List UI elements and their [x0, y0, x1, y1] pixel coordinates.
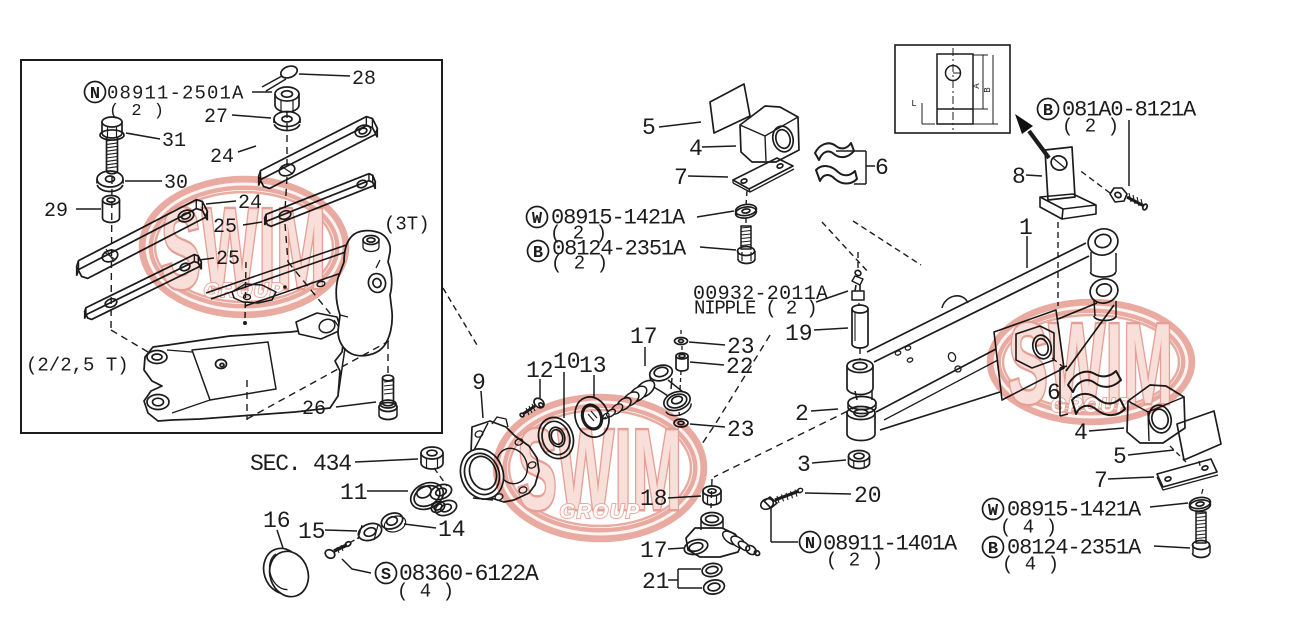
svg-text:( 4 ): ( 4 ) [1002, 554, 1059, 576]
svg-text:SWIM: SWIM [161, 186, 326, 313]
svg-text:L: L [911, 99, 916, 109]
svg-text:24: 24 [238, 192, 262, 215]
svg-text:20: 20 [854, 483, 882, 509]
svg-text:6: 6 [1047, 380, 1061, 406]
svg-text:29: 29 [44, 200, 68, 223]
svg-text:25: 25 [213, 216, 237, 239]
svg-text:GROUP: GROUP [1051, 395, 1132, 417]
svg-text:2: 2 [795, 401, 809, 427]
svg-text:( 2 ): ( 2 ) [109, 102, 165, 121]
svg-text:GROUP: GROUP [204, 280, 285, 302]
svg-text:S: S [381, 566, 391, 585]
svg-text:23: 23 [727, 334, 755, 360]
svg-text:00932-2011A: 00932-2011A [693, 283, 828, 306]
svg-text:08915-1421A: 08915-1421A [551, 206, 686, 231]
svg-text:15: 15 [298, 519, 326, 545]
svg-text:21: 21 [642, 569, 670, 595]
svg-text:25: 25 [216, 248, 240, 271]
svg-text:3: 3 [797, 452, 811, 478]
svg-text:18: 18 [640, 486, 668, 512]
svg-text:27: 27 [204, 106, 228, 129]
svg-text:7: 7 [1094, 468, 1108, 494]
svg-text:B: B [1043, 102, 1053, 121]
svg-text:08911-2501A: 08911-2501A [107, 83, 245, 105]
svg-text:5: 5 [642, 115, 656, 141]
svg-text:W: W [532, 210, 543, 229]
svg-text:19: 19 [785, 321, 813, 347]
svg-text:( 2 ): ( 2 ) [551, 253, 608, 275]
svg-text:08911-1401A: 08911-1401A [823, 532, 958, 557]
svg-text:17: 17 [630, 324, 658, 350]
svg-text:1: 1 [1019, 215, 1033, 241]
svg-text:B: B [983, 87, 993, 93]
svg-text:4: 4 [689, 136, 703, 162]
svg-text:SEC. 434: SEC. 434 [250, 451, 351, 477]
svg-text:A: A [972, 83, 982, 89]
svg-text:08124-2351A: 08124-2351A [1007, 536, 1142, 561]
svg-text:GROUP: GROUP [560, 501, 641, 523]
svg-text:9: 9 [472, 370, 486, 396]
svg-text:N: N [805, 535, 815, 554]
svg-text:081A0-8121A: 081A0-8121A [1062, 98, 1197, 123]
svg-text:16: 16 [263, 508, 291, 534]
svg-text:26: 26 [302, 398, 326, 421]
svg-text:SWIM: SWIM [517, 407, 682, 534]
svg-text:B: B [533, 244, 543, 263]
svg-text:14: 14 [438, 517, 466, 543]
svg-text:22: 22 [726, 354, 754, 380]
svg-text:(2/2,5 T): (2/2,5 T) [26, 355, 129, 377]
svg-text:B: B [988, 540, 998, 559]
svg-text:( 2 ): ( 2 ) [826, 550, 883, 572]
svg-text:5: 5 [1113, 444, 1127, 470]
svg-text:08915-1421A: 08915-1421A [1007, 498, 1142, 523]
svg-text:23: 23 [727, 417, 755, 443]
svg-text:28: 28 [352, 68, 376, 91]
svg-text:6: 6 [875, 155, 889, 181]
svg-text:N: N [90, 85, 100, 104]
svg-text:SWIM: SWIM [1008, 301, 1173, 428]
svg-text:NIPPLE ( 2 ): NIPPLE ( 2 ) [694, 298, 816, 320]
svg-text:24: 24 [210, 146, 234, 169]
svg-text:( 4 ): ( 4 ) [1000, 517, 1057, 539]
svg-text:08124-2351A: 08124-2351A [552, 237, 687, 262]
svg-text:8: 8 [1012, 164, 1026, 190]
svg-text:31: 31 [162, 130, 186, 153]
svg-text:13: 13 [579, 353, 607, 379]
svg-text:08360-6122A: 08360-6122A [399, 561, 539, 587]
svg-text:4: 4 [1074, 420, 1088, 446]
svg-text:10: 10 [553, 349, 581, 375]
svg-text:(3T): (3T) [384, 214, 430, 236]
svg-text:11: 11 [340, 480, 368, 506]
svg-text:( 4 ): ( 4 ) [397, 581, 454, 603]
svg-text:( 2 ): ( 2 ) [550, 223, 607, 245]
svg-text:7: 7 [674, 165, 688, 191]
svg-text:( 2 ): ( 2 ) [1062, 116, 1119, 138]
svg-text:30: 30 [164, 172, 188, 195]
svg-text:W: W [988, 502, 999, 521]
svg-text:17: 17 [640, 538, 668, 564]
